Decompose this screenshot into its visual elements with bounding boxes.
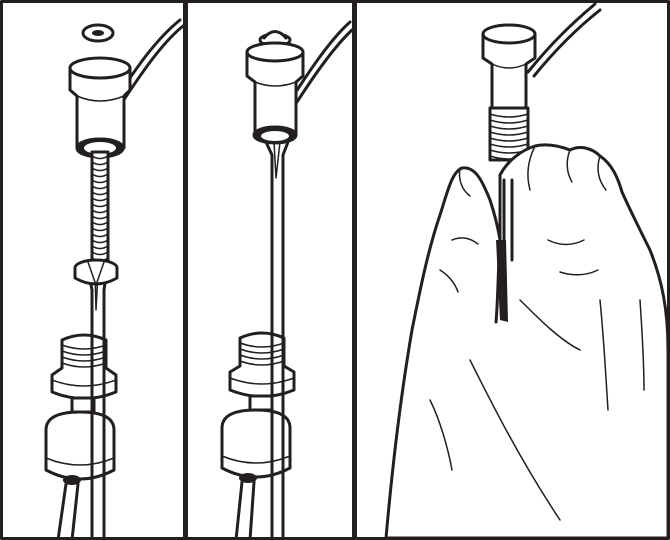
coil-turn <box>91 197 109 202</box>
fitting-body <box>245 41 305 145</box>
fitting-body <box>68 56 132 159</box>
panel-divider-1 <box>183 0 188 540</box>
coil-turn <box>91 185 109 190</box>
hand <box>384 143 670 540</box>
coil-turn <box>91 203 109 208</box>
coil-turn <box>91 167 109 172</box>
spring-collar <box>73 258 119 286</box>
fitting-body <box>481 23 537 110</box>
coil-turn <box>91 239 109 244</box>
coil-turn <box>91 215 109 220</box>
coil-turn <box>91 173 109 178</box>
spring-coil <box>90 150 110 274</box>
grip-shadow <box>496 240 508 322</box>
panel-1 <box>44 18 185 540</box>
coil-turn <box>91 233 109 238</box>
threaded-socket <box>228 331 296 412</box>
panel-3 <box>384 2 670 540</box>
wire <box>526 2 597 74</box>
threaded-socket <box>50 333 118 414</box>
fitting-cap <box>81 23 115 43</box>
coil-turn <box>91 179 109 184</box>
coil-turn <box>91 191 109 196</box>
coil-turn <box>91 209 109 214</box>
coil-turn <box>91 161 109 166</box>
coil-turn <box>91 221 109 226</box>
coil-turn <box>91 251 109 256</box>
weight-body <box>44 410 116 540</box>
coil-turn <box>91 155 109 160</box>
weight-body <box>220 408 292 540</box>
panel-divider-2 <box>352 0 357 540</box>
coil-turn <box>91 227 109 232</box>
panel-2 <box>220 20 354 540</box>
coil-turn <box>91 245 109 250</box>
